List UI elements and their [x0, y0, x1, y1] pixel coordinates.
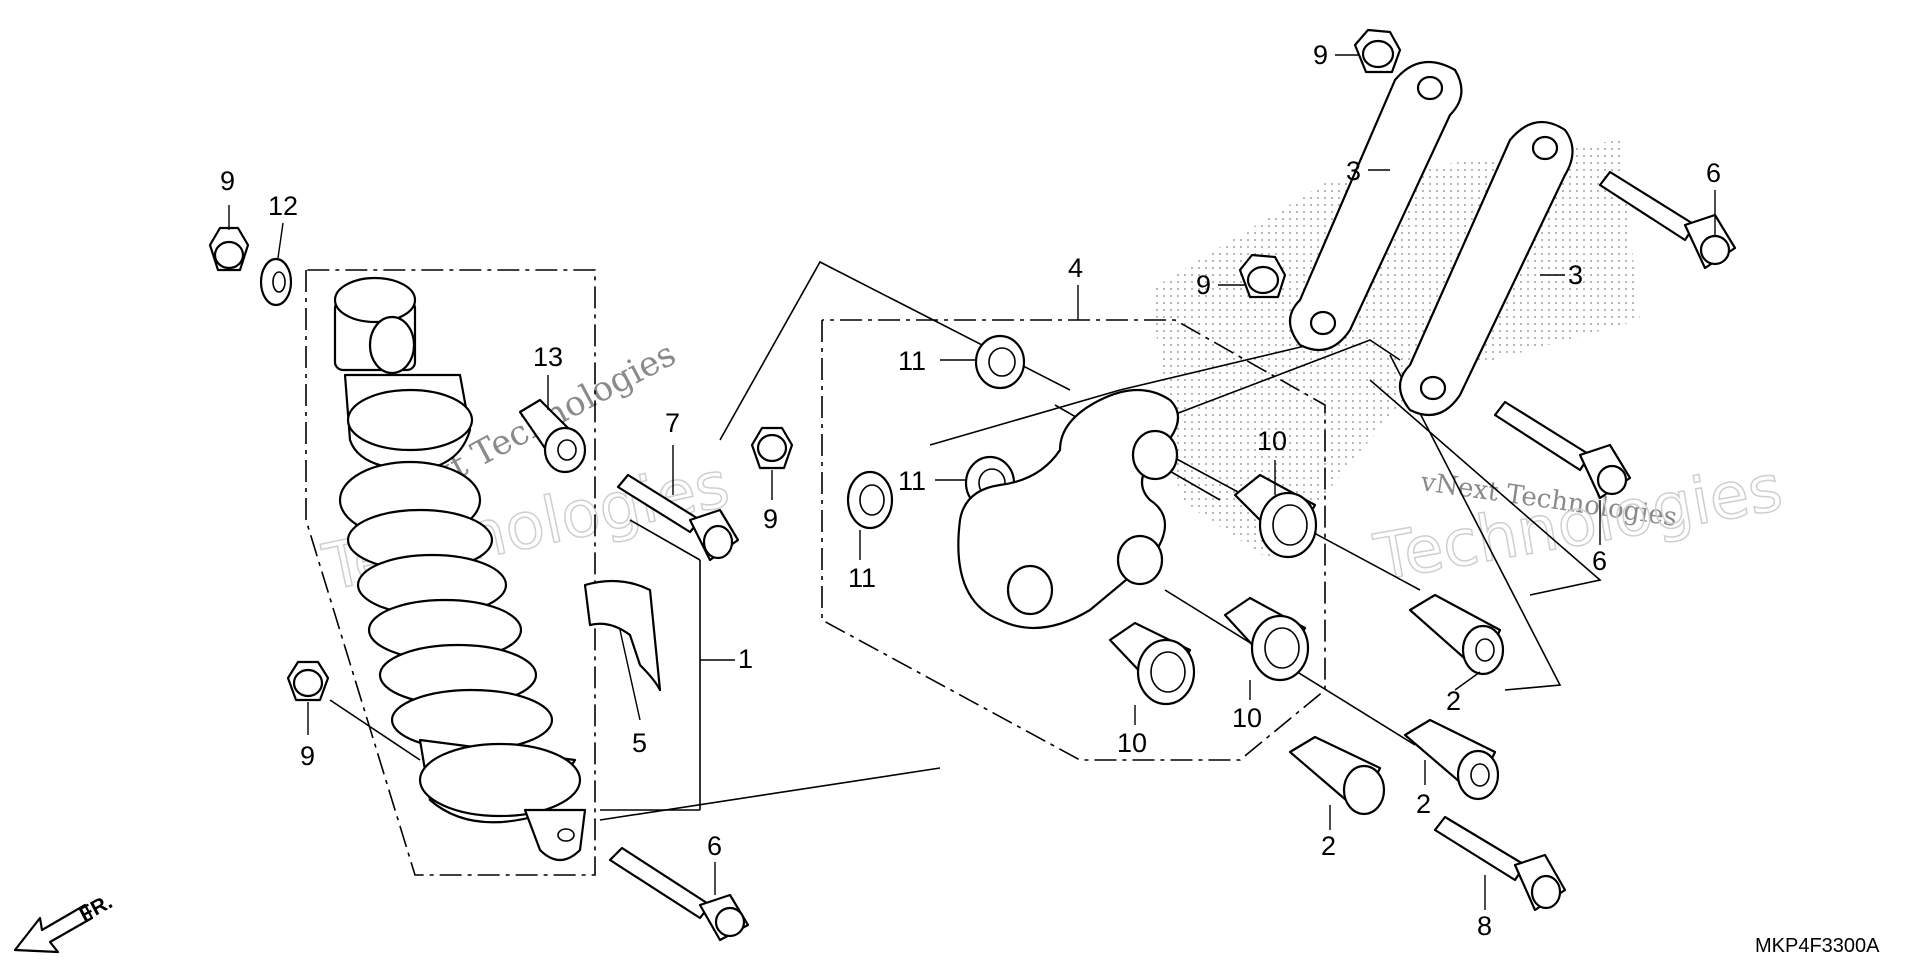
bearing-10-mid — [1223, 596, 1310, 682]
front-arrow-icon — [13, 903, 94, 954]
collar-2-bottom — [1288, 735, 1386, 816]
shock-assembly-boundary — [305, 269, 596, 876]
callout-13: 13 — [533, 342, 563, 372]
callout-11-bottom: 11 — [848, 563, 876, 593]
bearing-10-bottom — [1108, 621, 1196, 706]
bolt-6-bottom — [608, 846, 750, 942]
link-plate-3-upper — [1288, 60, 1463, 352]
callout-10-mid: 10 — [1232, 703, 1262, 733]
callout-3-upper: 3 — [1346, 156, 1361, 186]
callout-3-lower: 3 — [1568, 260, 1583, 290]
bushing-13 — [518, 398, 587, 474]
bearing-10-top — [1233, 473, 1318, 559]
callout-6-bottom: 6 — [707, 831, 722, 861]
callout-9-top-right: 9 — [1313, 40, 1328, 70]
callout-9-link: 9 — [1196, 270, 1211, 300]
nut-9-link — [1238, 253, 1287, 299]
callout-9-mid: 9 — [763, 504, 778, 534]
heat-shield-5 — [583, 579, 662, 692]
callout-6-mid-right: 6 — [1592, 546, 1607, 576]
diagram-code: MKP4F3300A — [1755, 935, 1880, 957]
washer-12 — [259, 257, 293, 307]
callout-2-mid: 2 — [1416, 789, 1431, 819]
nut-9-top-left — [208, 226, 250, 272]
callout-labels: 9 12 13 7 9 1 5 9 6 4 11 11 11 10 10 10 … — [220, 40, 1721, 941]
callout-4: 4 — [1068, 253, 1083, 283]
callout-10-top: 10 — [1257, 426, 1287, 456]
callout-11-mid: 11 — [898, 466, 926, 496]
nut-9-mid — [750, 426, 794, 470]
rear-shock-absorber — [333, 276, 587, 862]
callout-9-top-left: 9 — [220, 166, 235, 196]
callout-12: 12 — [268, 191, 298, 221]
callout-1: 1 — [738, 644, 753, 674]
linkage-assembly-boundary — [821, 319, 1326, 761]
callout-5: 5 — [632, 728, 647, 758]
leader-lines — [228, 54, 1716, 910]
bolt-8 — [1433, 815, 1567, 912]
front-arrow: FR. — [13, 890, 116, 954]
shock-arm-4 — [957, 389, 1180, 630]
bolt-6-mid-right — [1493, 400, 1632, 500]
collar-2-right — [1408, 593, 1505, 676]
bolt-7 — [616, 473, 740, 562]
callout-7: 7 — [665, 408, 680, 438]
link-plate-3-lower — [1398, 120, 1574, 417]
nut-9-top-right — [1353, 28, 1402, 74]
callout-2-right: 2 — [1446, 686, 1461, 716]
nut-9-bottom-left — [286, 660, 330, 702]
callout-6-top-right: 6 — [1706, 158, 1721, 188]
callout-8: 8 — [1477, 911, 1492, 941]
callout-11-top: 11 — [898, 346, 926, 376]
callout-2-bottom: 2 — [1321, 831, 1336, 861]
seal-11-bottom — [846, 470, 894, 530]
callout-9-bottom-left: 9 — [300, 741, 315, 771]
seal-11-top — [974, 334, 1026, 390]
collar-2-mid — [1403, 718, 1500, 801]
spring-coils — [346, 508, 554, 752]
bolt-6-top-right — [1598, 170, 1737, 270]
callout-10-bottom: 10 — [1117, 728, 1147, 758]
